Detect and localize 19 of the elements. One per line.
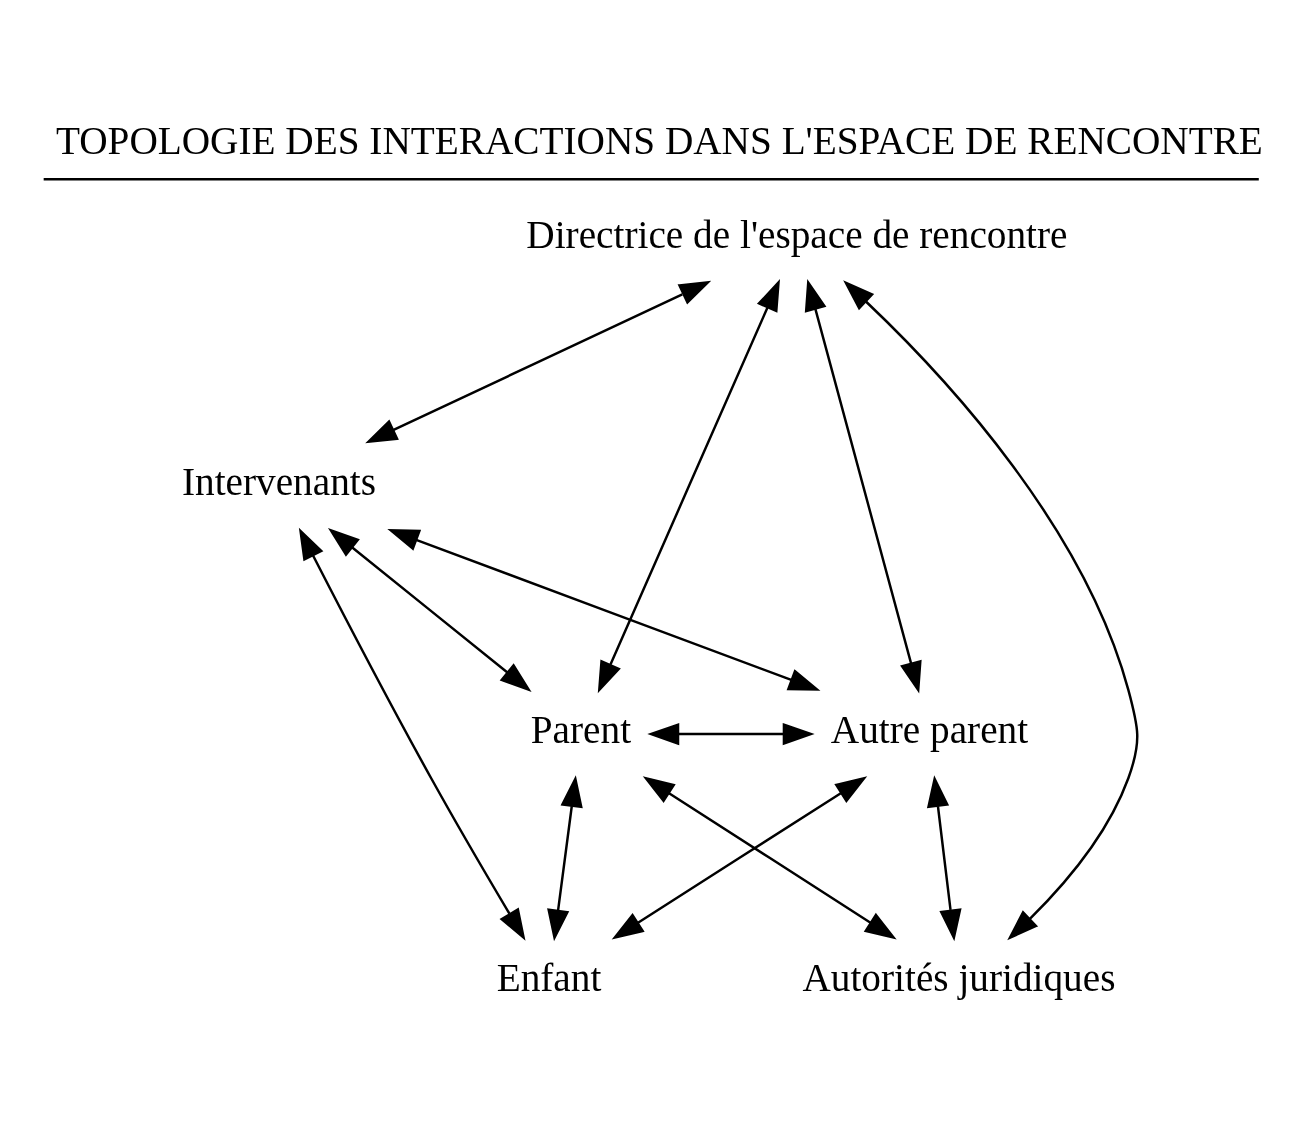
arrow (926, 775, 962, 942)
arrow (642, 776, 897, 940)
node-text: Autre parent (830, 708, 1029, 752)
arrow (365, 280, 712, 444)
arrow (387, 529, 821, 691)
arrow (647, 722, 815, 746)
node-text: Directrice de l'espace de rencontre (526, 212, 1068, 256)
arrow (843, 280, 1139, 941)
node-text: Intervenants (181, 460, 377, 504)
node-text: Autorités juridiques (802, 956, 1116, 1000)
arrow (804, 278, 922, 694)
arrow (597, 279, 780, 694)
node-text: Enfant (496, 956, 602, 1000)
arrow (547, 775, 583, 942)
arrow (328, 528, 532, 692)
arrow (611, 776, 868, 940)
node-text: Parent (530, 708, 632, 752)
arrow (298, 527, 526, 941)
diagram-title: TOPOLOGIE DES INTERACTIONS DANS L'ESPACE DE RENCONTRE (55, 119, 1263, 163)
